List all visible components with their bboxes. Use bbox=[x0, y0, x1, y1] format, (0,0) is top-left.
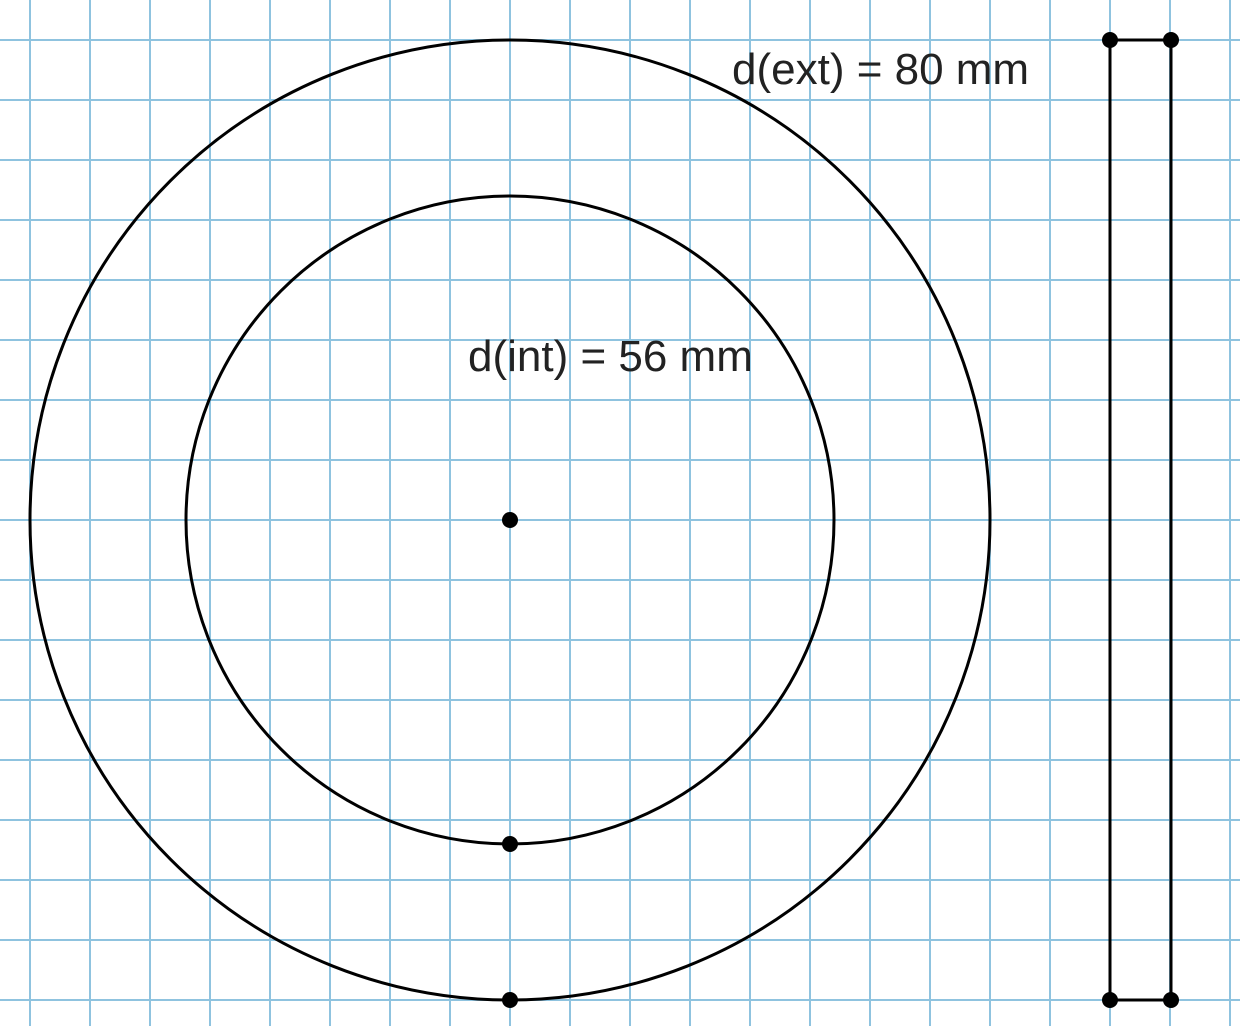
side-view-rectangle bbox=[1108, 38, 1173, 1002]
external-diameter-label: d(ext) = 80 mm bbox=[732, 45, 1029, 94]
side-view-bottom-right-point bbox=[1163, 992, 1179, 1008]
center-point bbox=[502, 512, 518, 528]
side-view-top-left-point bbox=[1102, 32, 1118, 48]
internal-diameter-label: d(int) = 56 mm bbox=[468, 332, 753, 381]
side-view-top-right-point bbox=[1163, 32, 1179, 48]
side-view-bottom-left-point bbox=[1102, 992, 1118, 1008]
outer-circle-bottom-point bbox=[502, 992, 518, 1008]
inner-circle-bottom-point bbox=[502, 836, 518, 852]
